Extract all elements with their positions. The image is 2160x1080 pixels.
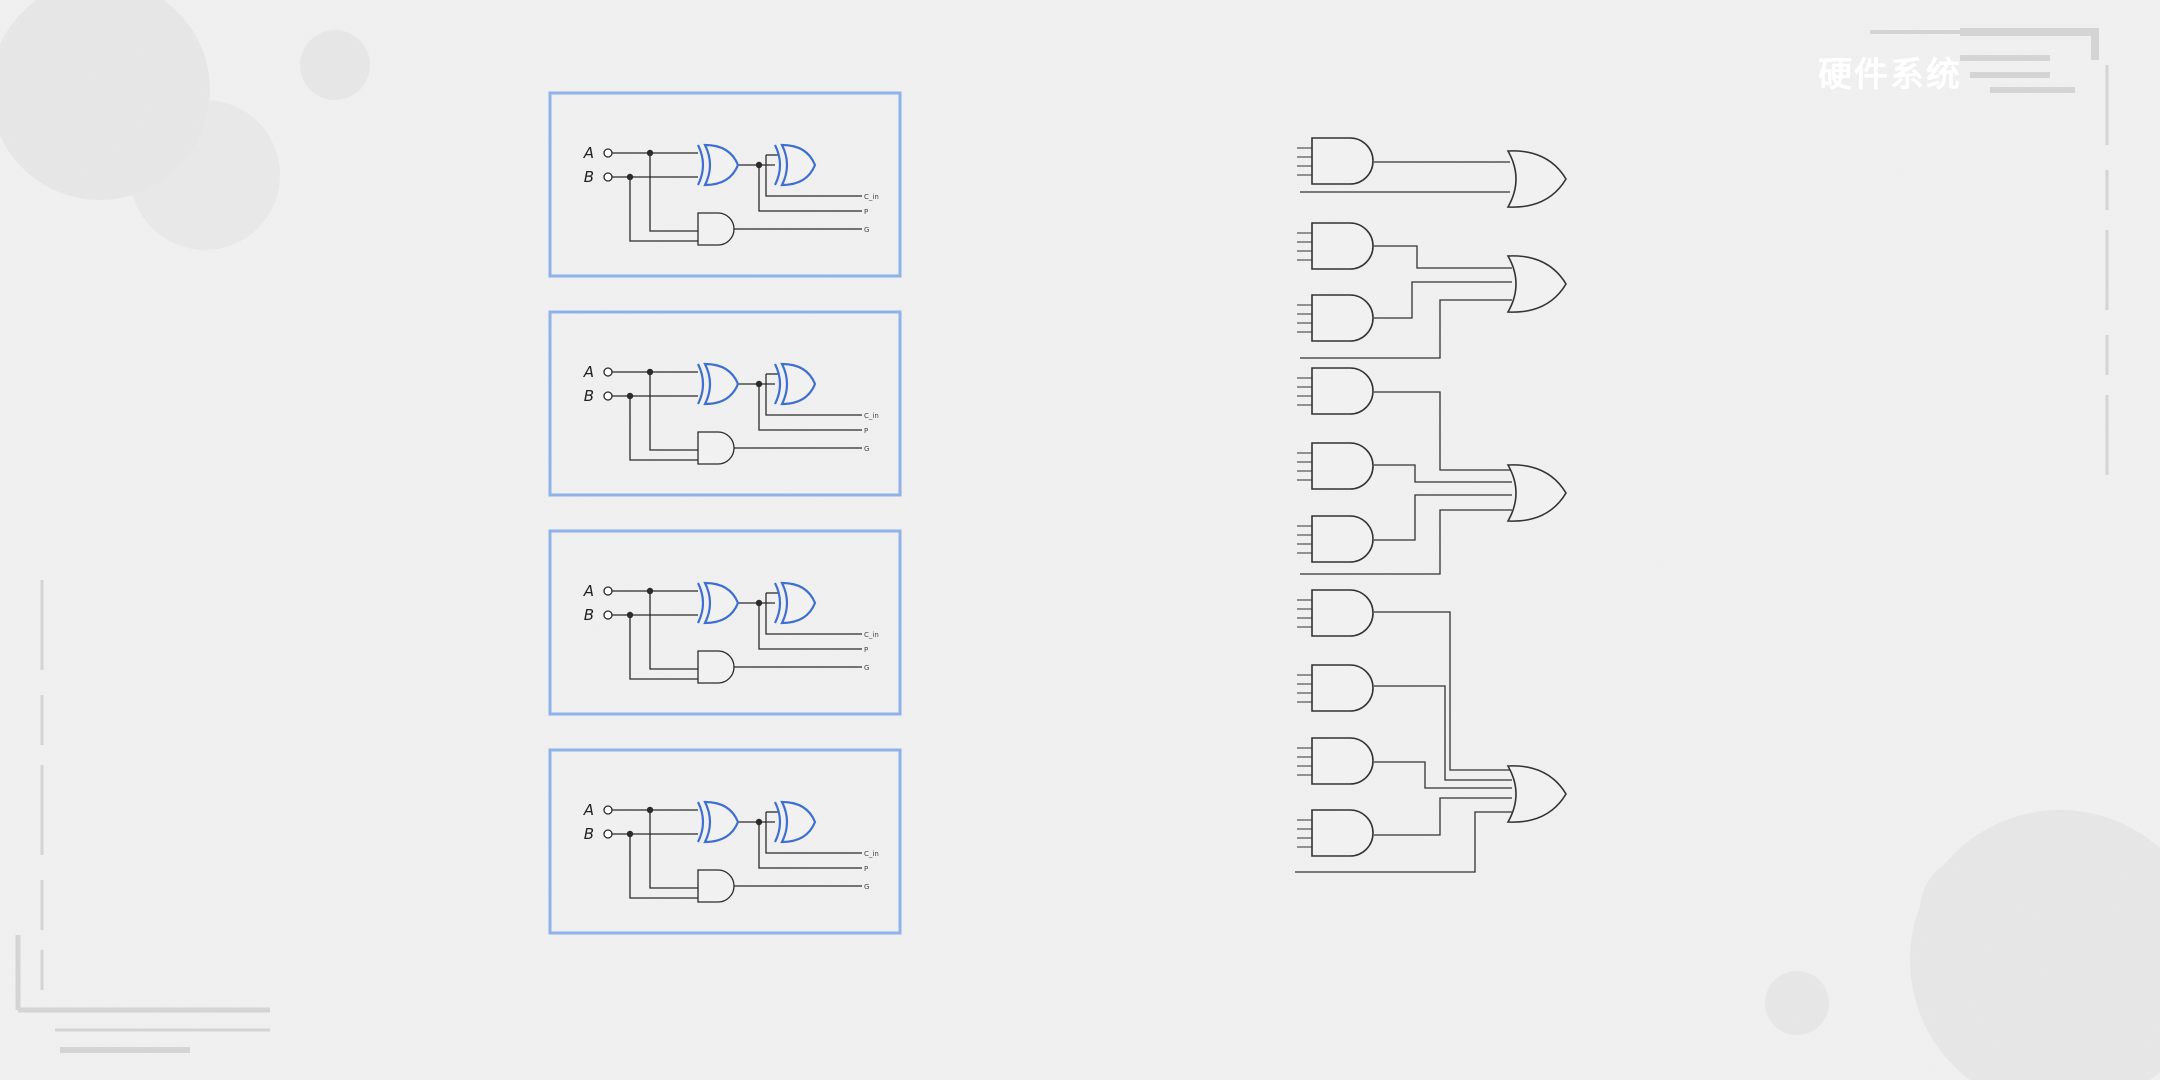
output-label: P (864, 646, 868, 654)
input-terminal-icon (603, 148, 613, 158)
brand-title: 硬件系统 (1818, 55, 1962, 95)
wire (1374, 464, 1512, 483)
xor-gate-icon (697, 362, 740, 406)
input-label-a: A (583, 144, 594, 162)
input-terminal-icon (603, 367, 613, 377)
wire (1300, 509, 1512, 575)
input-label-b: B (584, 606, 594, 624)
input-label-b: B (584, 387, 594, 405)
and-gate-4 (1311, 367, 1374, 415)
input-terminal-icon (603, 586, 613, 596)
junction-dot (755, 599, 763, 607)
xor-gate-icon (774, 581, 817, 625)
input-terminal-icon (603, 610, 613, 620)
cell-frame (548, 310, 902, 497)
xor-gate-icon (774, 362, 817, 406)
and-gate-icon (697, 212, 735, 246)
or-gate-icon (1506, 255, 1567, 313)
output-label: G (864, 226, 869, 234)
and-gate-3 (1311, 294, 1374, 342)
bottom-left-frame-decoration (15, 580, 270, 1053)
carry-lookahead-logic (1295, 137, 1567, 873)
junction-dot (755, 380, 763, 388)
and-gate-9 (1311, 737, 1374, 785)
xor-gate-icon (697, 143, 740, 187)
wire (1374, 391, 1510, 471)
wire (1374, 281, 1512, 319)
xor-gate-icon (697, 800, 740, 844)
adder-cell-2: AB C_inP G (548, 310, 902, 497)
xor-gate-icon (774, 143, 817, 187)
and-gate-icon (697, 431, 735, 465)
or-gate-icon (1506, 765, 1567, 823)
junction-dot (626, 173, 634, 181)
wire (1374, 685, 1512, 781)
output-label: C_in (864, 850, 879, 858)
output-label: G (864, 445, 869, 453)
adder-cell-4: AB C_inP G (548, 748, 902, 935)
output-label: C_in (864, 412, 879, 420)
cell-wiring (612, 152, 862, 242)
output-label: C_in (864, 631, 879, 639)
input-label-a: A (583, 363, 594, 381)
output-label: G (864, 883, 869, 891)
wire (1295, 811, 1512, 873)
junction-dot (646, 587, 654, 595)
junction-dot (755, 818, 763, 826)
input-terminal-icon (603, 805, 613, 815)
output-label: C_in (864, 193, 879, 201)
output-label: P (864, 865, 868, 873)
junction-dot (646, 806, 654, 814)
input-label-a: A (583, 801, 594, 819)
and-gate-8 (1311, 664, 1374, 712)
and-gate-icon (697, 650, 735, 684)
and-gate-10 (1311, 809, 1374, 857)
wire (1374, 245, 1512, 269)
or-gate-icon (1506, 150, 1567, 208)
input-label-a: A (583, 582, 594, 600)
wire (1374, 494, 1512, 541)
wire (1374, 797, 1512, 836)
or-gate-icon (1506, 464, 1567, 522)
top-right-frame-decoration (1870, 28, 2109, 500)
junction-dot (626, 830, 634, 838)
input-terminal-icon (603, 172, 613, 182)
and-gate-1 (1311, 137, 1374, 185)
xor-gate-icon (774, 800, 817, 844)
and-gate-5 (1311, 442, 1374, 490)
input-label-b: B (584, 825, 594, 843)
cell-wiring (612, 590, 862, 680)
cell-wiring (612, 371, 862, 461)
junction-dot (646, 149, 654, 157)
input-label-b: B (584, 168, 594, 186)
input-terminal-icon (603, 391, 613, 401)
cell-frame (548, 748, 902, 935)
input-terminal-icon (603, 829, 613, 839)
cell-frame (548, 529, 902, 716)
junction-dot (626, 392, 634, 400)
junction-dot (755, 161, 763, 169)
adder-cell-3: AB C_inP G (548, 529, 902, 716)
output-label: P (864, 208, 868, 216)
and-gate-icon (697, 869, 735, 903)
xor-gate-icon (697, 581, 740, 625)
and-gate-6 (1311, 515, 1374, 563)
output-label: P (864, 427, 868, 435)
wire (1374, 761, 1512, 789)
cell-frame (548, 91, 902, 278)
wire (1374, 611, 1510, 771)
wire (1300, 299, 1512, 359)
adder-cell-1: AB C_inP G (548, 91, 902, 278)
cell-wiring (612, 809, 862, 899)
output-label: G (864, 664, 869, 672)
junction-dot (646, 368, 654, 376)
junction-dot (626, 611, 634, 619)
and-gate-2 (1311, 222, 1374, 270)
and-gate-7 (1311, 589, 1374, 637)
